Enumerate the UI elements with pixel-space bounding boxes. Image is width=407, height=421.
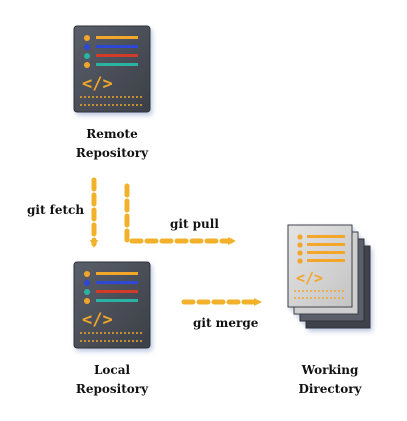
remote-repository-icon: </>	[73, 25, 151, 113]
remote-label-line2: Repository	[75, 146, 149, 160]
working-label-line2: Directory	[298, 382, 362, 396]
git-pull-arrow	[124, 183, 236, 245]
git-fetch-label: git fetch	[27, 203, 85, 217]
working-label-line1: Working	[301, 363, 359, 377]
remote-label-line1: Remote	[86, 127, 138, 141]
remote-repository-label: Remote Repository	[62, 125, 162, 163]
working-directory-icon: </>	[287, 224, 371, 329]
local-label-line1: Local	[93, 363, 131, 377]
working-directory-label: Working Directory	[280, 361, 380, 399]
svg-text:</>: </>	[82, 74, 113, 94]
local-label-line2: Repository	[75, 382, 149, 396]
local-repository-icon: </>	[73, 261, 151, 349]
svg-text:</>: </>	[296, 269, 323, 287]
git-merge-label: git merge	[193, 316, 259, 330]
git-pull-label: git pull	[170, 217, 219, 231]
local-repository-label: Local Repository	[62, 361, 162, 399]
svg-text:</>: </>	[82, 310, 113, 330]
